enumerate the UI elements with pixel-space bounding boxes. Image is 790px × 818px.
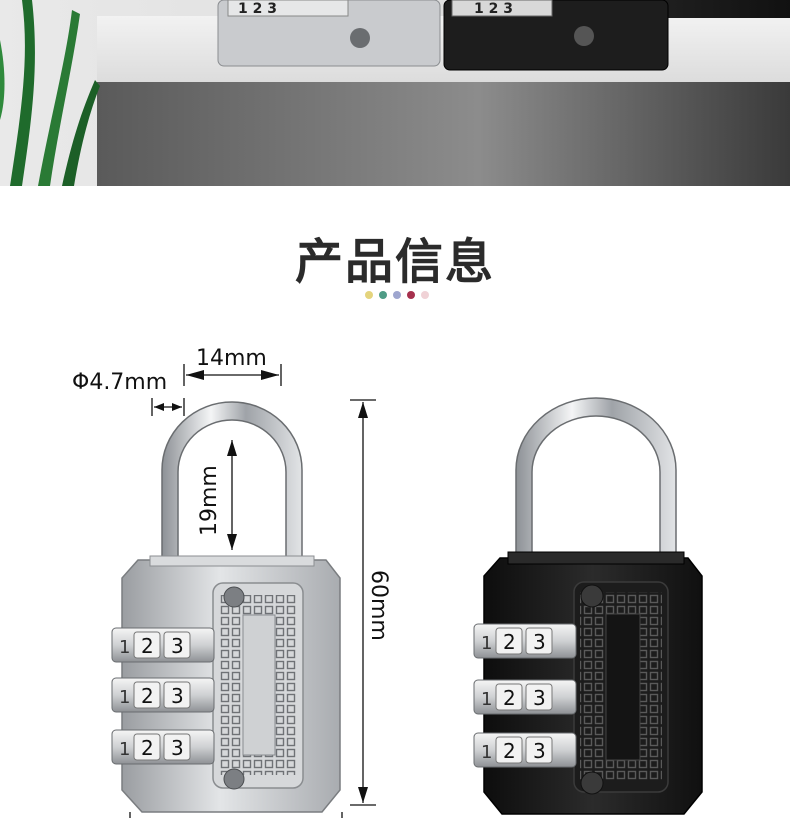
top-banner-photo: 1 2 3 1 2 3 (0, 0, 790, 186)
dial-digit: 1 (119, 739, 130, 760)
rivet (223, 586, 245, 608)
black-padlock (483, 397, 703, 815)
dial-digit: 3 (171, 684, 184, 708)
lock-top-plate (507, 551, 685, 565)
banner-silver-lock: 1 2 3 (217, 0, 441, 67)
dial-digit: 3 (533, 686, 546, 710)
dimension-label-total-height: 60mm (366, 570, 391, 641)
dimension-lines (129, 364, 376, 818)
dial-digit: 3 (171, 634, 184, 658)
grass-leaf (0, 40, 5, 120)
silver-dial-row-2: 2 3 1 (111, 677, 215, 713)
black-dial-row-2: 2 3 1 (473, 679, 577, 715)
rivet (223, 768, 245, 790)
dial-digit: 2 (141, 684, 154, 708)
grass-leaf (62, 80, 100, 186)
title-decoration-dots (365, 291, 429, 299)
banner-black-lock: 1 2 3 (443, 0, 669, 71)
decoration-dot (421, 291, 429, 299)
shackle (161, 401, 303, 561)
dial-digit: 2 (503, 630, 516, 654)
dial-digit: 2 (503, 686, 516, 710)
dial-digit: 1 (119, 637, 130, 658)
dial-digit: 3 (533, 739, 546, 763)
silver-dial-row-1: 2 3 1 (111, 627, 215, 663)
grass-leaf (10, 0, 35, 186)
shackle (515, 397, 677, 561)
svg-text:1 2 3: 1 2 3 (474, 1, 513, 17)
lock-top-plate (149, 555, 315, 567)
dimension-label-shackle-clearance: 19mm (197, 465, 222, 536)
dial-digit: 2 (141, 736, 154, 760)
banner-illustration: 1 2 3 1 2 3 (0, 0, 669, 186)
dial-digit: 1 (481, 689, 492, 710)
decoration-dot (393, 291, 401, 299)
dial-digit: 2 (503, 739, 516, 763)
face-window (605, 613, 641, 761)
dial-digit: 1 (481, 633, 492, 654)
dial-digit: 1 (481, 742, 492, 763)
black-dial-row-1: 2 3 1 (473, 623, 577, 659)
black-dial-row-3: 2 3 1 (473, 732, 577, 768)
dimension-label-shackle-diameter: Φ4.7mm (72, 370, 167, 395)
grass-leaf (38, 10, 80, 186)
dimension-label-shackle-width: 14mm (196, 346, 267, 371)
rivet (580, 771, 604, 795)
dial-digit: 3 (171, 736, 184, 760)
rivet (580, 584, 604, 608)
decoration-dot (407, 291, 415, 299)
svg-text:1 2 3: 1 2 3 (238, 1, 277, 17)
decoration-dot (365, 291, 373, 299)
dial-digit: 1 (119, 687, 130, 708)
silver-dial-row-3: 2 3 1 (111, 729, 215, 765)
dial-digit: 3 (533, 630, 546, 654)
face-window (242, 614, 276, 756)
banner-dark-band (97, 82, 790, 186)
dial-digit: 2 (141, 634, 154, 658)
section-title: 产品信息 (294, 234, 495, 290)
decoration-dot (379, 291, 387, 299)
